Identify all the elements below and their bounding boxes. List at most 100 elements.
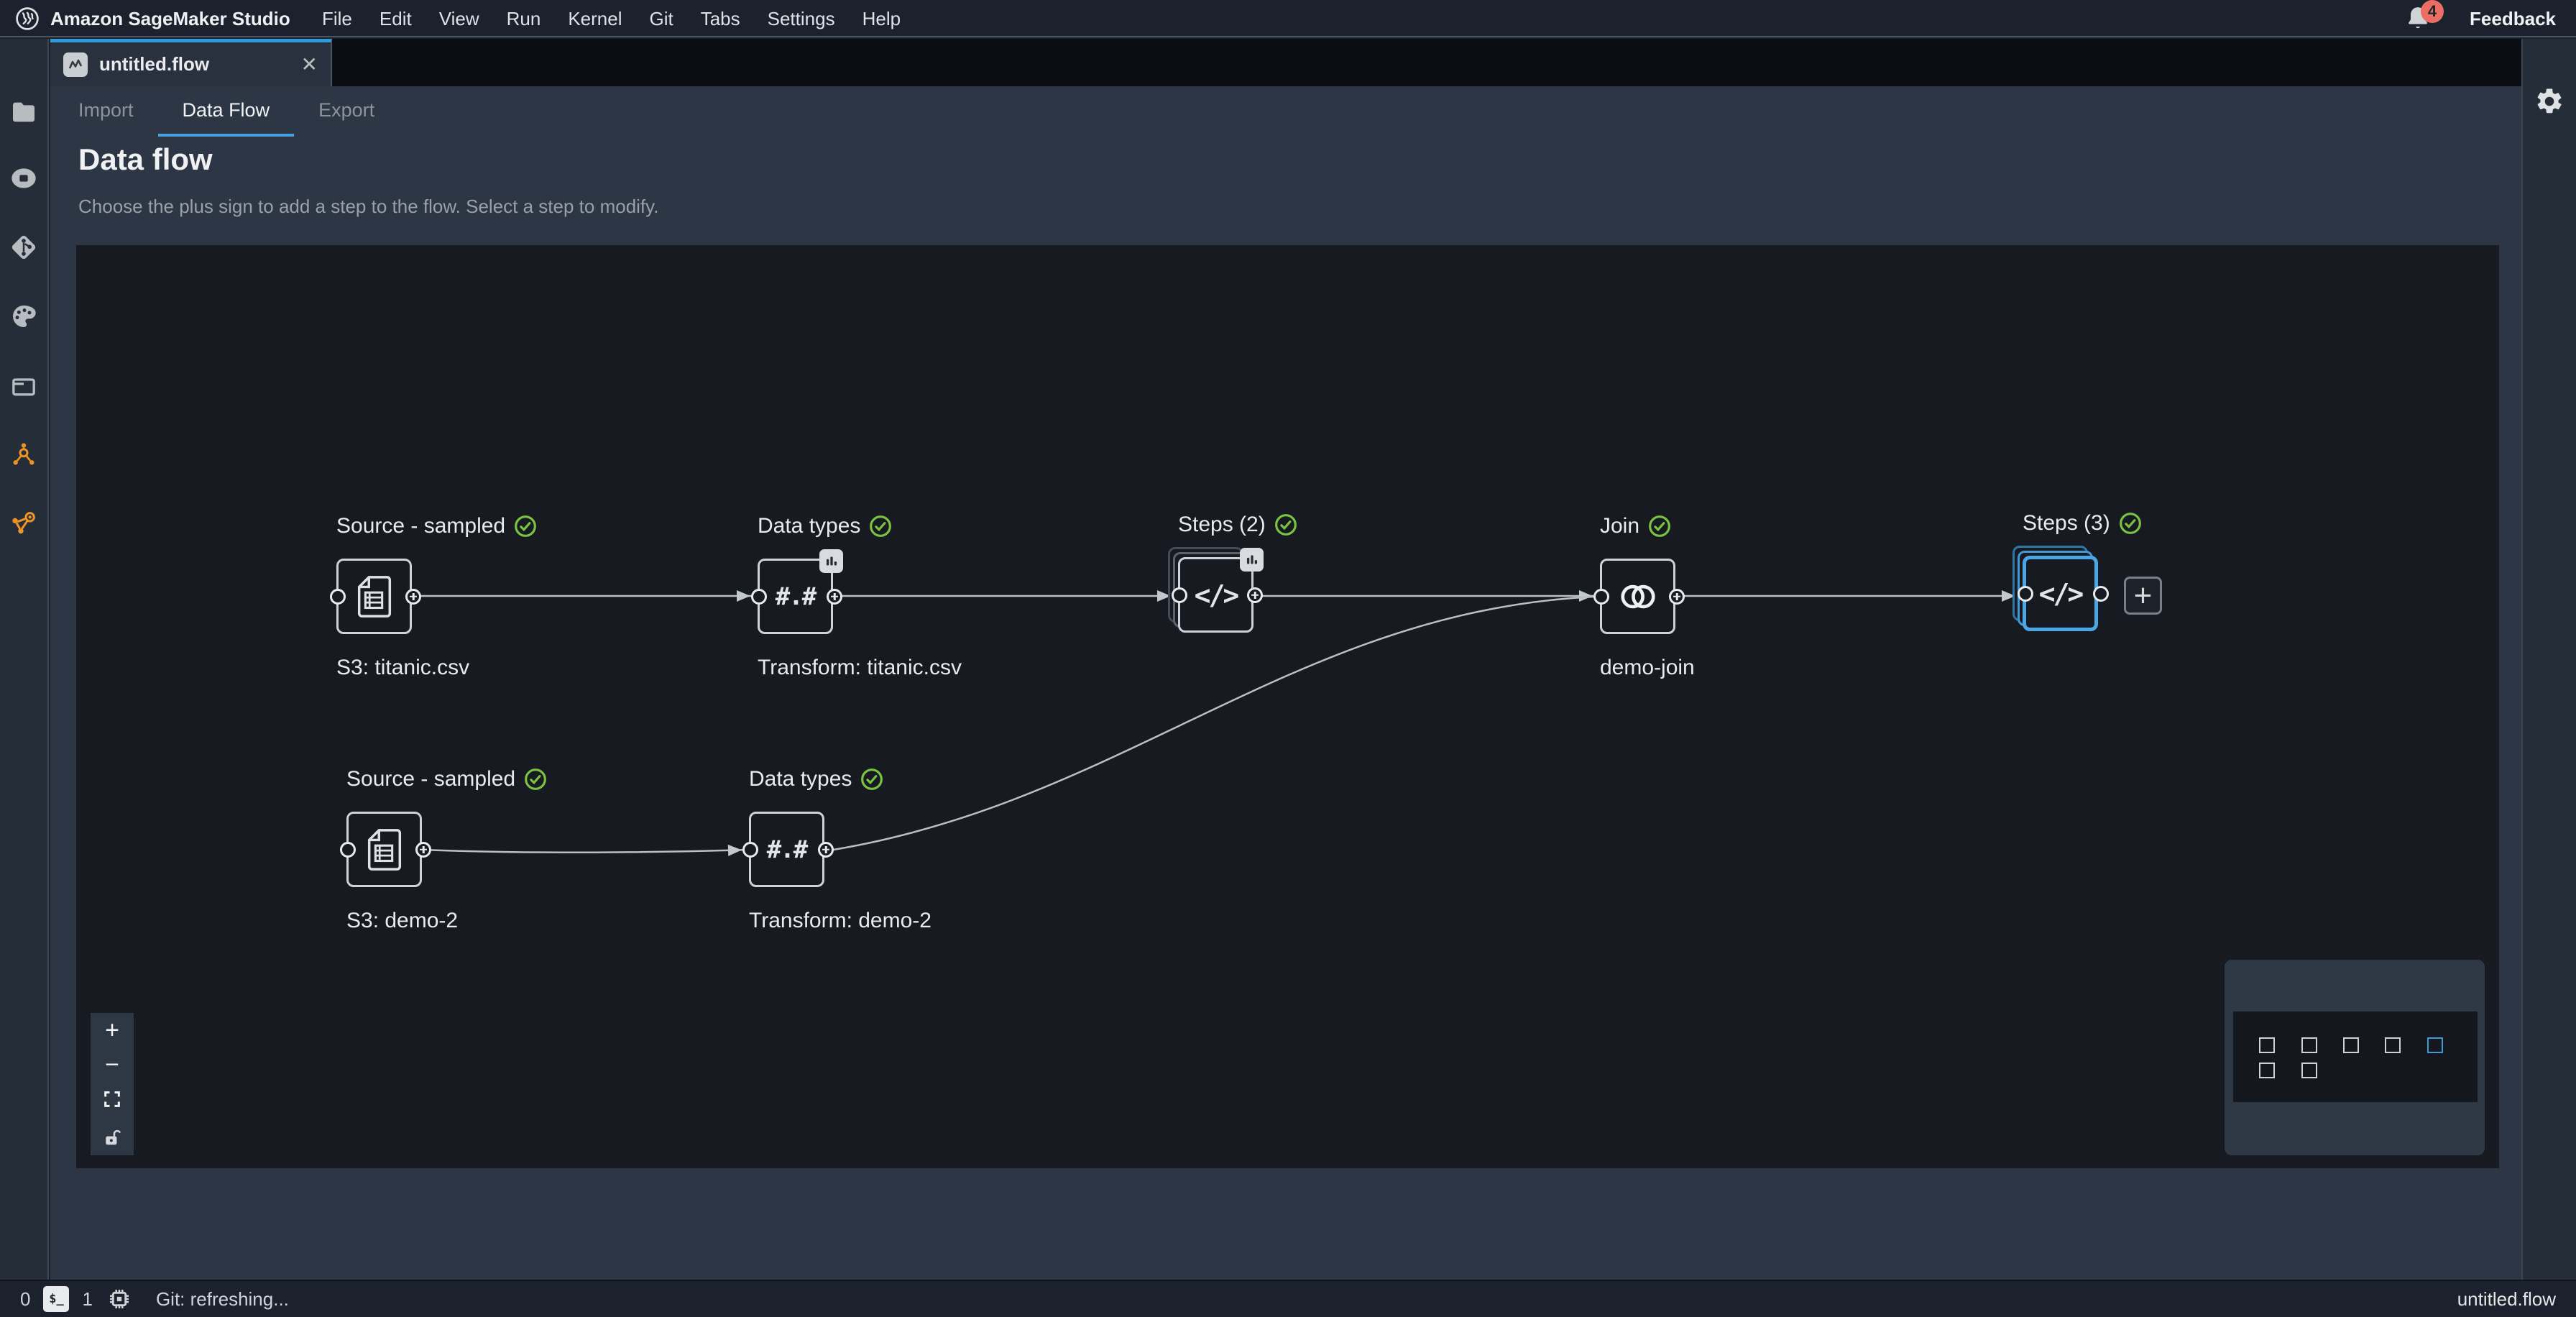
output-port[interactable] — [2093, 585, 2109, 602]
tab-export[interactable]: Export — [318, 98, 375, 121]
input-port[interactable] — [2018, 585, 2033, 602]
output-port[interactable] — [818, 841, 834, 858]
input-port[interactable] — [1593, 588, 1609, 605]
terminal-icon[interactable]: $_ — [43, 1286, 70, 1312]
fit-view-button[interactable] — [91, 1082, 134, 1116]
node-title: Source - sampled — [336, 514, 537, 538]
feedback-link[interactable]: Feedback — [2470, 7, 2556, 29]
add-step-button[interactable]: + — [2124, 577, 2162, 615]
success-check-icon — [515, 515, 537, 537]
activity-sidebar — [0, 39, 49, 1280]
node-box[interactable] — [330, 559, 421, 634]
git-status-text[interactable]: Git: refreshing... — [155, 1288, 289, 1310]
tab-title: untitled.flow — [99, 53, 210, 75]
node-title: Source - sampled — [346, 767, 547, 791]
zoom-out-button[interactable]: − — [105, 1050, 119, 1078]
input-port[interactable] — [751, 588, 767, 605]
topbar-right: 4 Feedback — [2404, 0, 2556, 37]
menu-view[interactable]: View — [438, 7, 479, 29]
node-title: Join — [1600, 514, 1671, 538]
minimap-node — [2259, 1063, 2275, 1078]
notification-count-badge: 4 — [2421, 0, 2444, 23]
node-steps-2[interactable]: Steps (2) </> — [1168, 513, 1297, 633]
page-subtitle: Choose the plus sign to add a step to th… — [78, 196, 659, 217]
node-title: Steps (2) — [1178, 513, 1297, 537]
node-title-text: Data types — [749, 767, 852, 791]
node-steps-3[interactable]: Steps (3) </> — [2012, 511, 2141, 631]
node-box[interactable]: #.# — [742, 812, 834, 887]
file-browser-icon[interactable] — [9, 98, 38, 127]
notifications-button[interactable]: 4 — [2404, 0, 2444, 33]
experiments-icon[interactable] — [9, 441, 38, 470]
flow-canvas[interactable]: Source - sampled S3: titanic.csv — [76, 245, 2499, 1168]
document-icon — [357, 575, 391, 618]
success-check-icon — [525, 768, 547, 790]
menu-help[interactable]: Help — [862, 7, 901, 29]
close-icon[interactable]: ✕ — [300, 53, 318, 75]
minimap-viewport — [2233, 1011, 2478, 1102]
node-join[interactable]: Join demo-join — [1593, 514, 1695, 679]
node-box[interactable]: </> — [2018, 556, 2109, 631]
menu-bar: File Edit View Run Kernel Git Tabs Setti… — [322, 0, 901, 37]
menu-tabs[interactable]: Tabs — [700, 7, 740, 29]
commands-palette-icon[interactable] — [9, 302, 38, 331]
node-box[interactable]: #.# — [751, 549, 843, 634]
node-box[interactable] — [340, 812, 431, 887]
number-type-icon: #.# — [766, 835, 808, 864]
git-panel-icon[interactable] — [9, 233, 38, 262]
menu-git[interactable]: Git — [649, 7, 673, 29]
sagemaker-logo-icon — [16, 7, 39, 30]
menu-edit[interactable]: Edit — [379, 7, 412, 29]
kernel-busy-count[interactable]: 0 — [20, 1288, 31, 1310]
number-type-icon: #.# — [775, 582, 816, 611]
tab-untitled-flow[interactable]: untitled.flow ✕ — [50, 39, 332, 86]
node-data-types-titanic[interactable]: Data types #.# Transform: titanic.csv — [751, 514, 962, 679]
node-box[interactable] — [1593, 559, 1685, 634]
node-title-text: Steps (3) — [2023, 511, 2110, 535]
menu-run[interactable]: Run — [506, 7, 541, 29]
status-bar: 0 $_ 1 Git: refreshing... untitled.flow — [0, 1280, 2576, 1317]
zoom-in-button[interactable]: + — [105, 1016, 119, 1044]
output-port[interactable] — [1669, 588, 1685, 605]
input-port[interactable] — [1172, 587, 1187, 603]
node-data-types-demo-2[interactable]: Data types #.# Transform: demo-2 — [742, 767, 932, 932]
insights-badge-icon[interactable] — [819, 549, 843, 573]
success-check-icon — [1274, 514, 1297, 536]
tab-data-flow[interactable]: Data Flow — [157, 86, 295, 137]
output-port[interactable] — [827, 588, 842, 605]
unlock-icon — [106, 1129, 121, 1145]
insights-badge-icon[interactable] — [1240, 548, 1264, 572]
node-source-titanic[interactable]: Source - sampled S3: titanic.csv — [330, 514, 537, 679]
node-source-demo-2[interactable]: Source - sampled S3: demo-2 — [340, 767, 547, 932]
status-left: 0 $_ 1 Git: refreshing... — [20, 1285, 289, 1313]
success-check-icon — [2119, 513, 2141, 534]
gear-icon[interactable] — [2534, 86, 2564, 116]
flow-minimap[interactable] — [2225, 960, 2485, 1155]
minimap-node — [2301, 1063, 2317, 1078]
input-port[interactable] — [742, 841, 758, 858]
page-title: Data flow — [78, 142, 213, 176]
flow-edges — [412, 590, 2023, 856]
minimap-node — [2385, 1037, 2401, 1053]
output-port[interactable] — [405, 588, 421, 605]
input-port[interactable] — [330, 588, 346, 605]
menu-settings[interactable]: Settings — [767, 7, 835, 29]
success-check-icon — [861, 768, 883, 790]
menu-kernel[interactable]: Kernel — [568, 7, 622, 29]
menu-file[interactable]: File — [322, 7, 352, 29]
node-title-text: Data types — [758, 514, 861, 538]
node-title-text: Source - sampled — [346, 767, 516, 791]
lock-button[interactable] — [91, 1121, 134, 1155]
terminal-count[interactable]: 1 — [82, 1288, 93, 1310]
node-sublabel: demo-join — [1600, 656, 1695, 679]
output-port[interactable] — [1247, 587, 1263, 603]
open-tabs-icon[interactable] — [9, 372, 38, 401]
output-port[interactable] — [415, 841, 431, 858]
node-box[interactable]: </> — [1172, 548, 1264, 633]
running-kernels-icon[interactable] — [9, 164, 38, 193]
node-title: Data types — [749, 767, 883, 791]
tab-import[interactable]: Import — [78, 98, 134, 121]
input-port[interactable] — [340, 841, 356, 858]
kernel-chip-icon[interactable] — [106, 1285, 133, 1313]
pipelines-icon[interactable] — [9, 509, 38, 538]
